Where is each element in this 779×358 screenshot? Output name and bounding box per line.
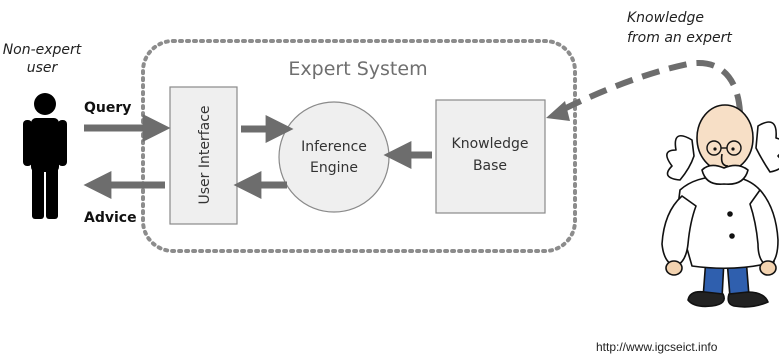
user-interface-box: [169, 86, 238, 225]
inference-engine-circle: [278, 101, 390, 213]
user-label-line2: user: [27, 60, 59, 76]
inference-label-line2: Engine: [310, 160, 358, 176]
kb-label-line1: Knowledge: [452, 136, 529, 152]
advice-label: Advice: [84, 210, 137, 226]
kb-label-line2: Base: [473, 158, 507, 174]
expert-system-boundary: [141, 39, 577, 253]
credit-url: http://www.igcseict.info: [596, 340, 718, 354]
expert-knowledge-arrowhead: [546, 101, 570, 121]
system-title: Expert System: [288, 58, 427, 80]
person-icon: [23, 93, 67, 219]
expert-label-line1: Knowledge: [627, 10, 704, 26]
user-label-line1: Non-expert: [3, 42, 82, 58]
inference-label-line1: Inference: [301, 139, 367, 155]
expert-cartoon-icon: [661, 104, 779, 308]
knowledge-base-box: [435, 99, 546, 214]
user-interface-label: User Interface: [197, 105, 213, 204]
query-label: Query: [84, 100, 131, 116]
expert-knowledge-arrow: [558, 60, 743, 114]
expert-label-line2: from an expert: [627, 30, 732, 46]
